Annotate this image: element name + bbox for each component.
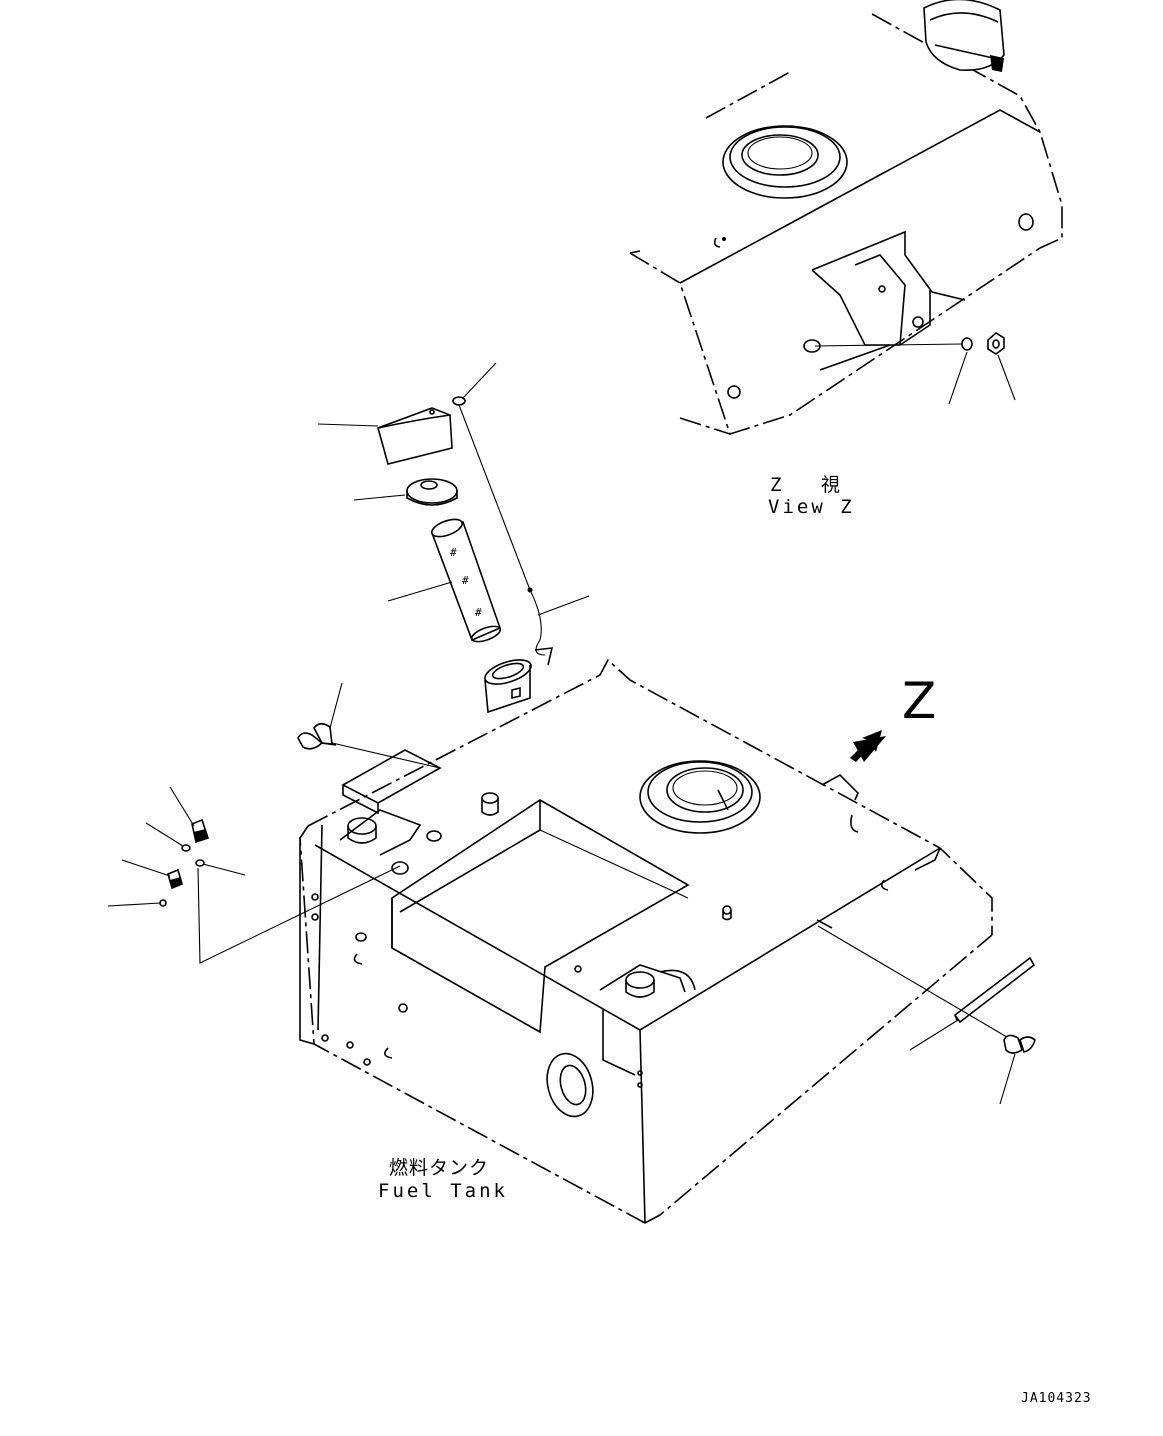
fuel-tank-body <box>299 658 993 1224</box>
view-z-detail <box>629 0 1063 436</box>
svg-text:#: # <box>462 574 469 587</box>
filler-cap <box>317 407 453 465</box>
view-z-arrow <box>850 730 886 762</box>
view-arrow-letter: Z <box>902 672 937 730</box>
filler-strainer: # # # <box>387 518 502 643</box>
filler-cap-chain <box>452 362 590 656</box>
tank-mount-pads <box>339 809 696 998</box>
drain-fittings <box>107 786 401 964</box>
fuel-tank-label-jp: 燃料タンク <box>389 1157 490 1179</box>
right-wing-bolt <box>999 1034 1036 1105</box>
svg-text:#: # <box>475 606 482 619</box>
tank-filler-neck <box>484 647 554 714</box>
view-z-breather-cap <box>923 0 1005 72</box>
view-z-filler-flange <box>722 125 848 199</box>
left-cover-plate <box>327 741 442 815</box>
view-z-label-jp: Z 視 <box>770 474 854 496</box>
right-cover-plate <box>817 925 1036 1051</box>
view-z-label-en: View Z <box>768 496 855 518</box>
filler-gasket <box>353 478 458 506</box>
tank-side-flange <box>546 1052 594 1118</box>
fuel-tank-label-en: Fuel Tank <box>378 1180 508 1202</box>
tank-bosses <box>311 792 889 1088</box>
drawing-id: JA104323 <box>1021 1391 1092 1406</box>
tank-top-flange <box>639 760 761 834</box>
svg-text:#: # <box>450 546 457 559</box>
left-wing-bolt <box>297 682 343 750</box>
